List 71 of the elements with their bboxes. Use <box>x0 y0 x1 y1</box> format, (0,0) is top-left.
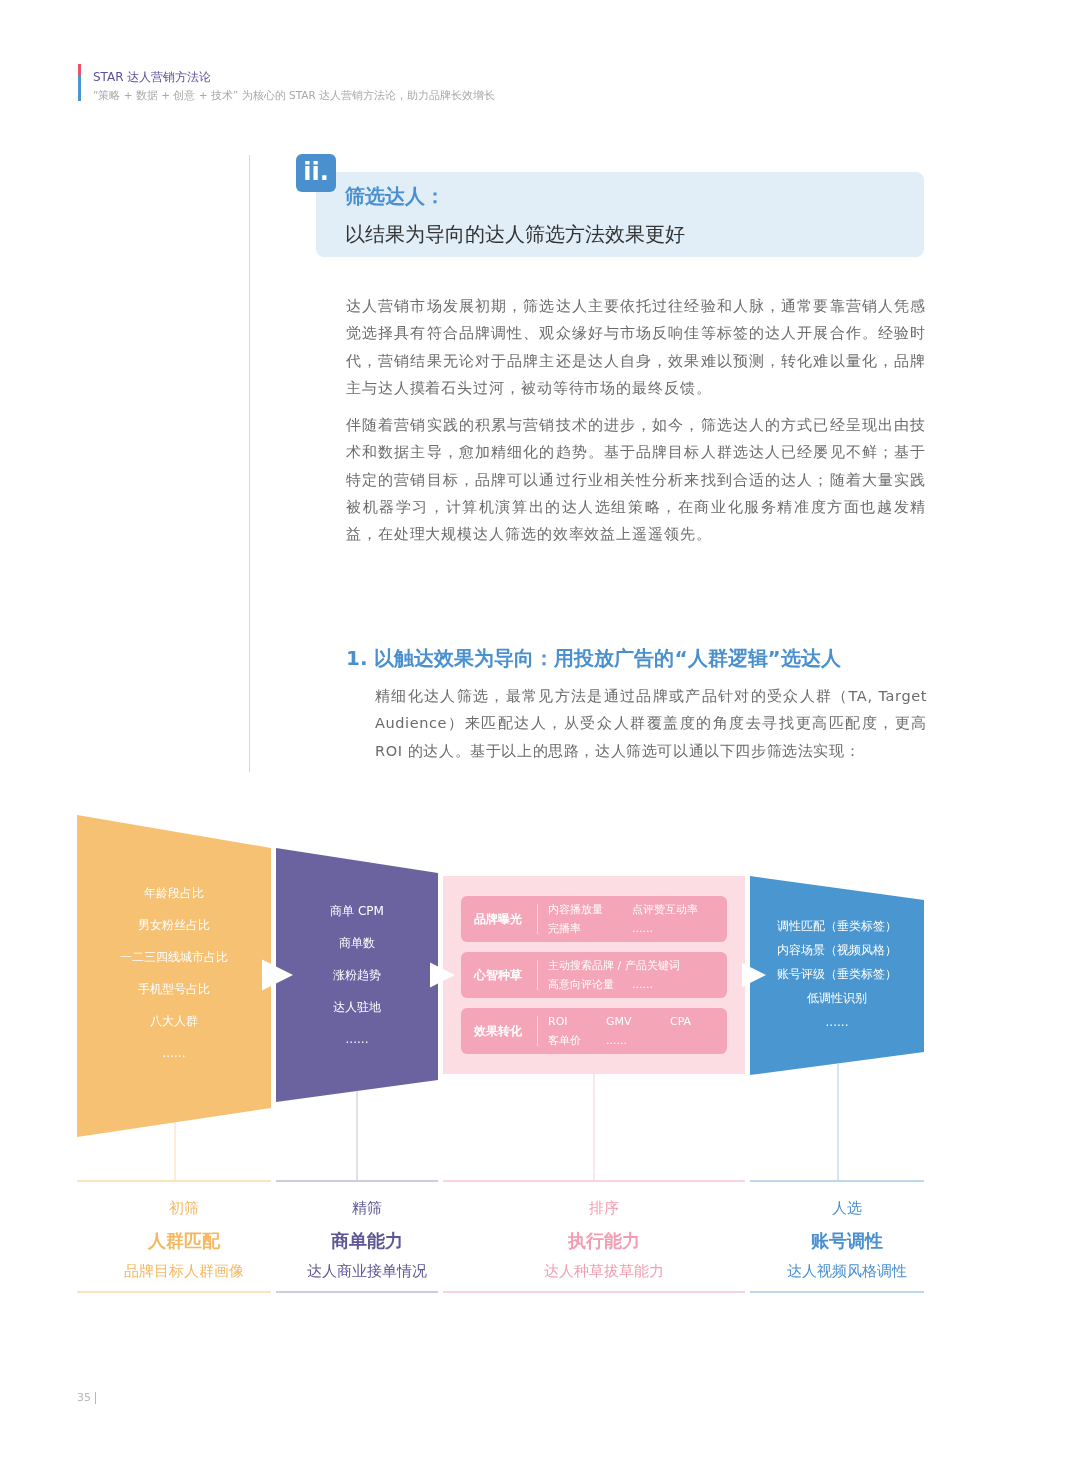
metric-label: 低调性识别 <box>807 990 867 1006</box>
metric-label: 调性匹配（垂类标签） <box>777 918 897 934</box>
body-paragraph: 精细化达人筛选，最常见方法是通过品牌或产品针对的受众人群（TA, Target Audience）来匹配达人，从受众人群覆盖度的角度去寻找更高匹配度，更高 ROI 的达人。基于以上的思路，达人筛选可以通以下四步筛选法实现： <box>375 687 927 761</box>
metric-label: 点评赞互动率 <box>632 903 698 917</box>
metric-label: 男女粉丝占比 <box>138 917 210 933</box>
metric-label: 涨粉趋势 <box>333 967 381 983</box>
badge-label: ii. <box>303 157 329 187</box>
metric-label: 客单价 <box>548 1034 581 1048</box>
metric-category: 心智种草 <box>474 967 522 983</box>
metric-label: 年龄段占比 <box>144 885 204 901</box>
section-badge <box>296 154 336 192</box>
stage-caption-band <box>443 1180 745 1293</box>
metric-label: ...... <box>345 1031 369 1047</box>
arrow <box>261 959 293 991</box>
metric-label: 内容播放量 <box>548 903 603 917</box>
metric-label: 达人驻地 <box>333 999 381 1015</box>
metric-label: ...... <box>632 978 653 992</box>
arrow <box>741 963 766 987</box>
heading-subtitle: 以结果为导向的达人筛选方法效果更好 <box>345 222 685 246</box>
metric-label: 内容场景（视频风格） <box>777 942 897 958</box>
page-number: 35 <box>77 1391 91 1405</box>
metric-label: 主动搜索品牌 / 产品关键词 <box>548 959 680 973</box>
header-subtitle: “策略 + 数据 + 创意 + 技术” 为核心的 STAR 达人营销方法论，助力品牌长效增长 <box>93 88 496 102</box>
metric-label: ROI <box>548 1015 568 1029</box>
metric-category: 效果转化 <box>474 1023 522 1039</box>
metric-label: ...... <box>632 922 653 936</box>
metric-label: 商单数 <box>339 935 375 951</box>
stage-caption-band <box>750 1180 924 1293</box>
metric-label: 完播率 <box>548 922 581 936</box>
metric-label: 高意向评论量 <box>548 978 614 992</box>
metric-label: ...... <box>606 1034 627 1048</box>
metric-label: CPA <box>670 1015 692 1029</box>
funnel-stage <box>276 848 438 1102</box>
metric-label: 账号评级（垂类标签） <box>777 966 897 982</box>
heading-title: 筛选达人： <box>345 184 445 208</box>
stage-description: 品牌目标人群画像 <box>124 1262 244 1280</box>
metric-label: 商单 CPM <box>330 903 384 919</box>
metric-label: 八大人群 <box>150 1013 198 1029</box>
metric-box <box>461 952 727 998</box>
stage-title: 执行能力 <box>568 1230 640 1252</box>
metric-label: 一二三四线城市占比 <box>120 949 228 965</box>
connector-line <box>837 1062 839 1181</box>
metric-box <box>461 1008 727 1054</box>
stage-label: 人选 <box>832 1199 862 1217</box>
arrow <box>429 962 455 988</box>
metric-label: ...... <box>825 1014 849 1030</box>
funnel-stage <box>750 876 924 1075</box>
metric-category: 品牌曝光 <box>474 911 522 927</box>
stage-label: 精筛 <box>352 1199 382 1217</box>
section-heading: 1. 以触达效果为导向：用投放广告的“人群逻辑”选达人 <box>346 646 841 670</box>
stage-label: 排序 <box>589 1199 619 1217</box>
connector-line <box>356 1090 358 1181</box>
stage-label: 初筛 <box>169 1199 199 1217</box>
stage-description: 达人商业接单情况 <box>307 1262 427 1280</box>
funnel-stage <box>77 815 271 1137</box>
funnel-panel <box>443 876 745 1074</box>
stage-title: 账号调性 <box>811 1230 883 1252</box>
metric-box <box>461 896 727 942</box>
connector-line <box>174 1121 176 1181</box>
header-title: STAR 达人营销方法论 <box>93 69 212 85</box>
stage-description: 达人种草拔草能力 <box>544 1262 664 1280</box>
stage-caption-band <box>276 1180 438 1293</box>
stage-caption-band <box>77 1180 271 1293</box>
metric-label: ...... <box>162 1045 186 1061</box>
metric-label: 手机型号占比 <box>138 981 210 997</box>
metric-label: GMV <box>606 1015 632 1029</box>
stage-title: 商单能力 <box>331 1230 403 1252</box>
body-paragraph: 伴随着营销实践的积累与营销技术的进步，如今，筛选达人的方式已经呈现出由技术和数据主导，愈加精细化的趋势。基于品牌目标人群选达人已经屡见不鲜；基于特定的营销目标，品牌可以通过行业相关性分析来找到合适的达人；随着大量实践被机器学习，计算机演算出的达人选组策略，在商业化服务精准度方面也越发精益，在处理大规模达人筛选的效率效益上遥遥领先。 <box>346 415 926 546</box>
body-paragraph: 达人营销市场发展初期，筛选达人主要依托过往经验和人脉，通常要靠营销人凭感觉选择具有符合品牌调性、观众缘好与市场反响佳等标签的达人开展合作。经验时代，营销结果无论对于品牌主还是达人自身，效果难以预测，转化难以量化，品牌主与达人摸着石头过河，被动等待市场的最终反馈。 <box>346 296 926 399</box>
stage-title: 人群匹配 <box>148 1230 220 1252</box>
stage-description: 达人视频风格调性 <box>787 1262 907 1280</box>
